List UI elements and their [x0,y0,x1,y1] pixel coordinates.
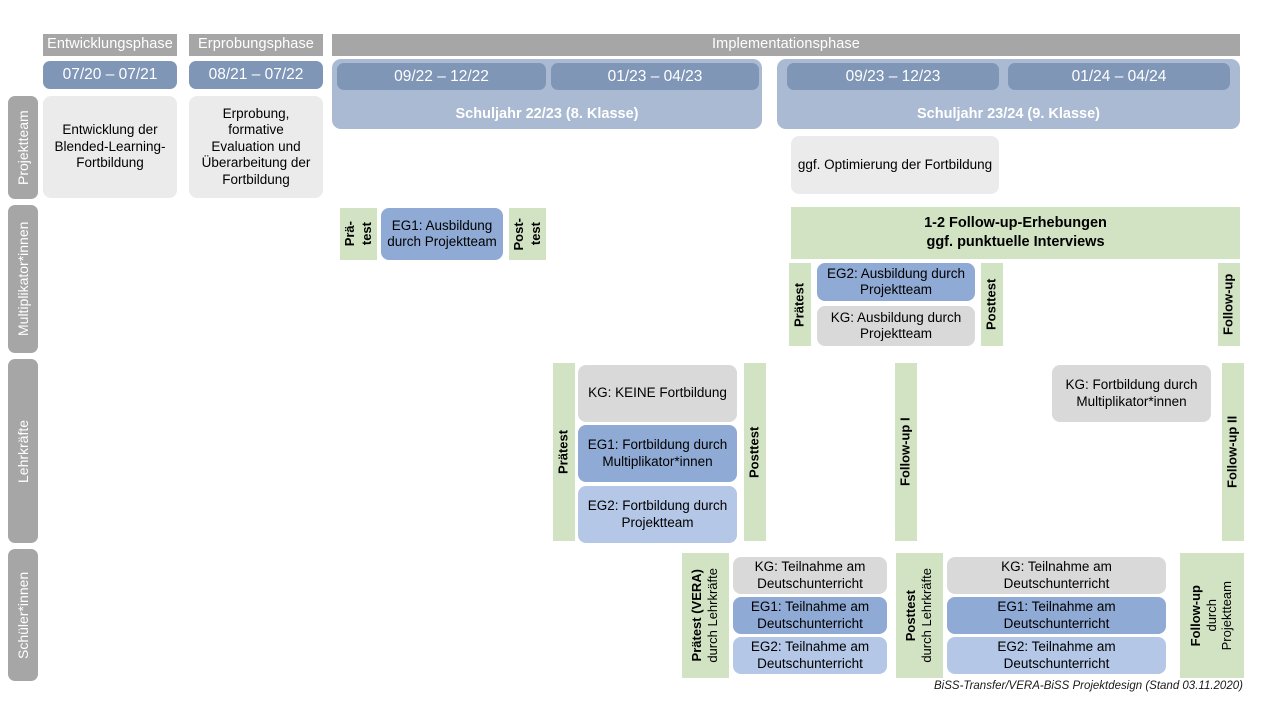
schueler-eg2-1-box: EG2: Teilnahme am Deutschunterricht [733,637,887,674]
box-text: EG2: Ausbildung durch Projektteam [826,265,966,297]
schueler-kg2-box: KG: Teilnahme am Deutschunterricht [947,557,1166,594]
schueler-followup-strip: Follow-up durch Projektteam [1180,553,1244,678]
posttest-line-2: test [527,222,543,246]
strip-text: Prätest [791,282,807,327]
projektteam-optimierung-box: ggf. Optimierung der Fortbildung [791,136,999,194]
praetest-reg-text: durch Lehrkräfte [705,568,720,663]
strip-text: Follow-up [1220,273,1236,336]
row-label-lehrkraefte: Lehrkräfte [8,359,38,543]
strip-text: Posttest [746,426,762,478]
schueler-eg2-2-box: EG2: Teilnahme am Deutschunterricht [947,637,1166,674]
multiplikatoren-eg1-box: EG1: Ausbildung durch Projektteam [381,208,503,260]
multiplikatoren-eg2-box: EG2: Ausbildung durch Projektteam [817,263,975,301]
row-label-text: Schüler*innen [15,571,31,659]
praetest-line-2: test [358,222,374,246]
posttest-bold-text: Posttest [903,589,919,642]
period-label: 08/21 – 07/22 [208,66,304,83]
phase-header-erprobungsphase: Erprobungsphase [189,34,323,56]
multiplikatoren-kg-box: KG: Ausbildung durch Projektteam [817,306,975,346]
lehrkraefte-eg2-box: EG2: Fortbildung durch Projektteam [578,486,737,543]
lehrkraefte-followup1-strip: Follow-up I [895,363,917,541]
footer-text: BiSS-Transfer/VERA-BiSS Projektdesign (S… [934,680,1243,692]
period-label: 09/22 – 12/22 [394,67,489,85]
box-text: EG1: Teilnahme am Deutschunterricht [750,599,870,631]
period-chip-0720-0721: 07/20 – 07/21 [43,61,177,89]
strip-text: Follow-up I [897,417,913,487]
lehrkraefte-eg1-box: EG1: Fortbildung durch Multiplikator*inn… [578,425,737,482]
schueler-praetest-strip: Prätest (VERA) durch Lehrkräfte [682,553,729,678]
lehrkraefte-posttest-strip: Posttest [744,363,766,541]
row-label-text: Projektteam [15,110,31,185]
projektteam-erprobung-box: Erprobung, formative Evaluation und Über… [189,96,323,198]
multiplikatoren-praetest-strip: Prä- test [340,208,377,260]
box-text: KG: Fortbildung durch Multiplikator*inne… [1065,377,1198,409]
box-text: KG: Ausbildung durch Projektteam [830,309,962,341]
period-label: 07/20 – 07/21 [62,66,158,83]
lehrkraefte-kg-box: KG: KEINE Fortbildung [578,365,737,422]
followup-bold-text: Follow-up [1187,584,1203,647]
box-text: EG2: Fortbildung durch Projektteam [587,498,728,530]
box-text: KG: Teilnahme am Deutschunterricht [754,559,866,591]
multiplikatoren-posttest-strip: Post- test [509,208,546,260]
period-chip-0123-0423: 01/23 – 04/23 [551,63,759,90]
banner-line-2: ggf. punktuelle Interviews [926,234,1105,250]
praetest-bold-text: Prätest (VERA) [689,569,705,662]
period-label: 09/23 – 12/23 [845,67,941,85]
schueler-eg1-1-box: EG1: Teilnahme am Deutschunterricht [733,597,887,634]
period-label: 01/24 – 04/24 [1071,67,1167,85]
multiplikatoren-praetest2-strip: Prätest [789,263,811,346]
posttest-reg-text: durch Lehrkräfte [919,568,934,663]
lehrkraefte-followup2-strip: Follow-up II [1222,363,1244,541]
box-text: EG1: Fortbildung durch Multiplikator*inn… [587,437,728,469]
box-text: Erprobung, formative Evaluation und Über… [201,105,311,187]
lehrkraefte-praetest-strip: Prätest [553,363,575,541]
phase-label: Entwicklungsphase [47,36,173,53]
box-text: EG1: Teilnahme am Deutschunterricht [997,599,1116,631]
schueler-posttest-strip: Posttest durch Lehrkräfte [896,553,943,678]
schuljahr-label: Schuljahr 22/23 (8. Klasse) [455,106,639,122]
row-label-multiplikatorinnen: Multiplikator*innen [8,205,38,353]
schuljahr-label: Schuljahr 23/24 (9. Klasse) [917,106,1100,122]
box-text: EG2: Teilnahme am Deutschunterricht [750,639,870,671]
phase-label: Erprobungsphase [198,36,314,53]
projektteam-entwicklung-box: Entwicklung der Blended-Learning-Fortbil… [43,96,177,198]
row-label-projektteam: Projektteam [8,96,38,199]
period-chip-0923-1223: 09/23 – 12/23 [787,63,999,90]
schueler-eg1-2-box: EG1: Teilnahme am Deutschunterricht [947,597,1166,634]
period-chip-0922-1222: 09/22 – 12/22 [337,63,546,90]
box-text: EG1: Ausbildung durch Projektteam [387,217,497,249]
followup-reg-text-2: Projektteam [1219,580,1235,651]
strip-text: Posttest [983,278,999,331]
box-text: ggf. Optimierung der Fortbildung [797,156,993,172]
schueler-kg1-box: KG: Teilnahme am Deutschunterricht [733,557,887,594]
phase-header-entwicklungsphase: Entwicklungsphase [43,34,177,56]
praetest-line-1: Prä- [341,221,357,247]
strip-text: Prätest [555,429,571,475]
row-label-schuelerinnen: Schüler*innen [8,549,38,681]
phase-label: Implementationsphase [712,36,860,53]
followup-reg-text-1: durch [1203,599,1219,632]
footer-caption: BiSS-Transfer/VERA-BiSS Projektdesign (S… [934,680,1243,692]
lehrkraefte-kg2-box: KG: Fortbildung durch Multiplikator*inne… [1052,365,1211,422]
box-text: KG: KEINE Fortbildung [588,385,727,401]
strip-text: Follow-up II [1224,415,1240,489]
box-text: EG2: Teilnahme am Deutschunterricht [997,639,1116,671]
posttest-line-1: Post- [510,217,526,251]
phase-header-implementationsphase: Implementationsphase [332,34,1240,56]
banner-line-1: 1-2 Follow-up-Erhebungen [924,215,1107,232]
period-label: 01/23 – 04/23 [607,67,703,85]
multiplikatoren-posttest2-strip: Posttest [981,263,1003,346]
multiplikatoren-followup-strip: Follow-up [1218,263,1240,346]
row-label-text: Multiplikator*innen [15,221,31,337]
row-label-text: Lehrkräfte [15,419,31,483]
multiplikatoren-followup-banner: 1-2 Follow-up-Erhebungen ggf. punktuelle… [791,207,1240,259]
box-text: Entwicklung der Blended-Learning-Fortbil… [54,122,166,171]
period-chip-0124-0424: 01/24 – 04/24 [1008,63,1230,90]
box-text: KG: Teilnahme am Deutschunterricht [1001,559,1112,591]
period-chip-0821-0722: 08/21 – 07/22 [189,61,323,89]
